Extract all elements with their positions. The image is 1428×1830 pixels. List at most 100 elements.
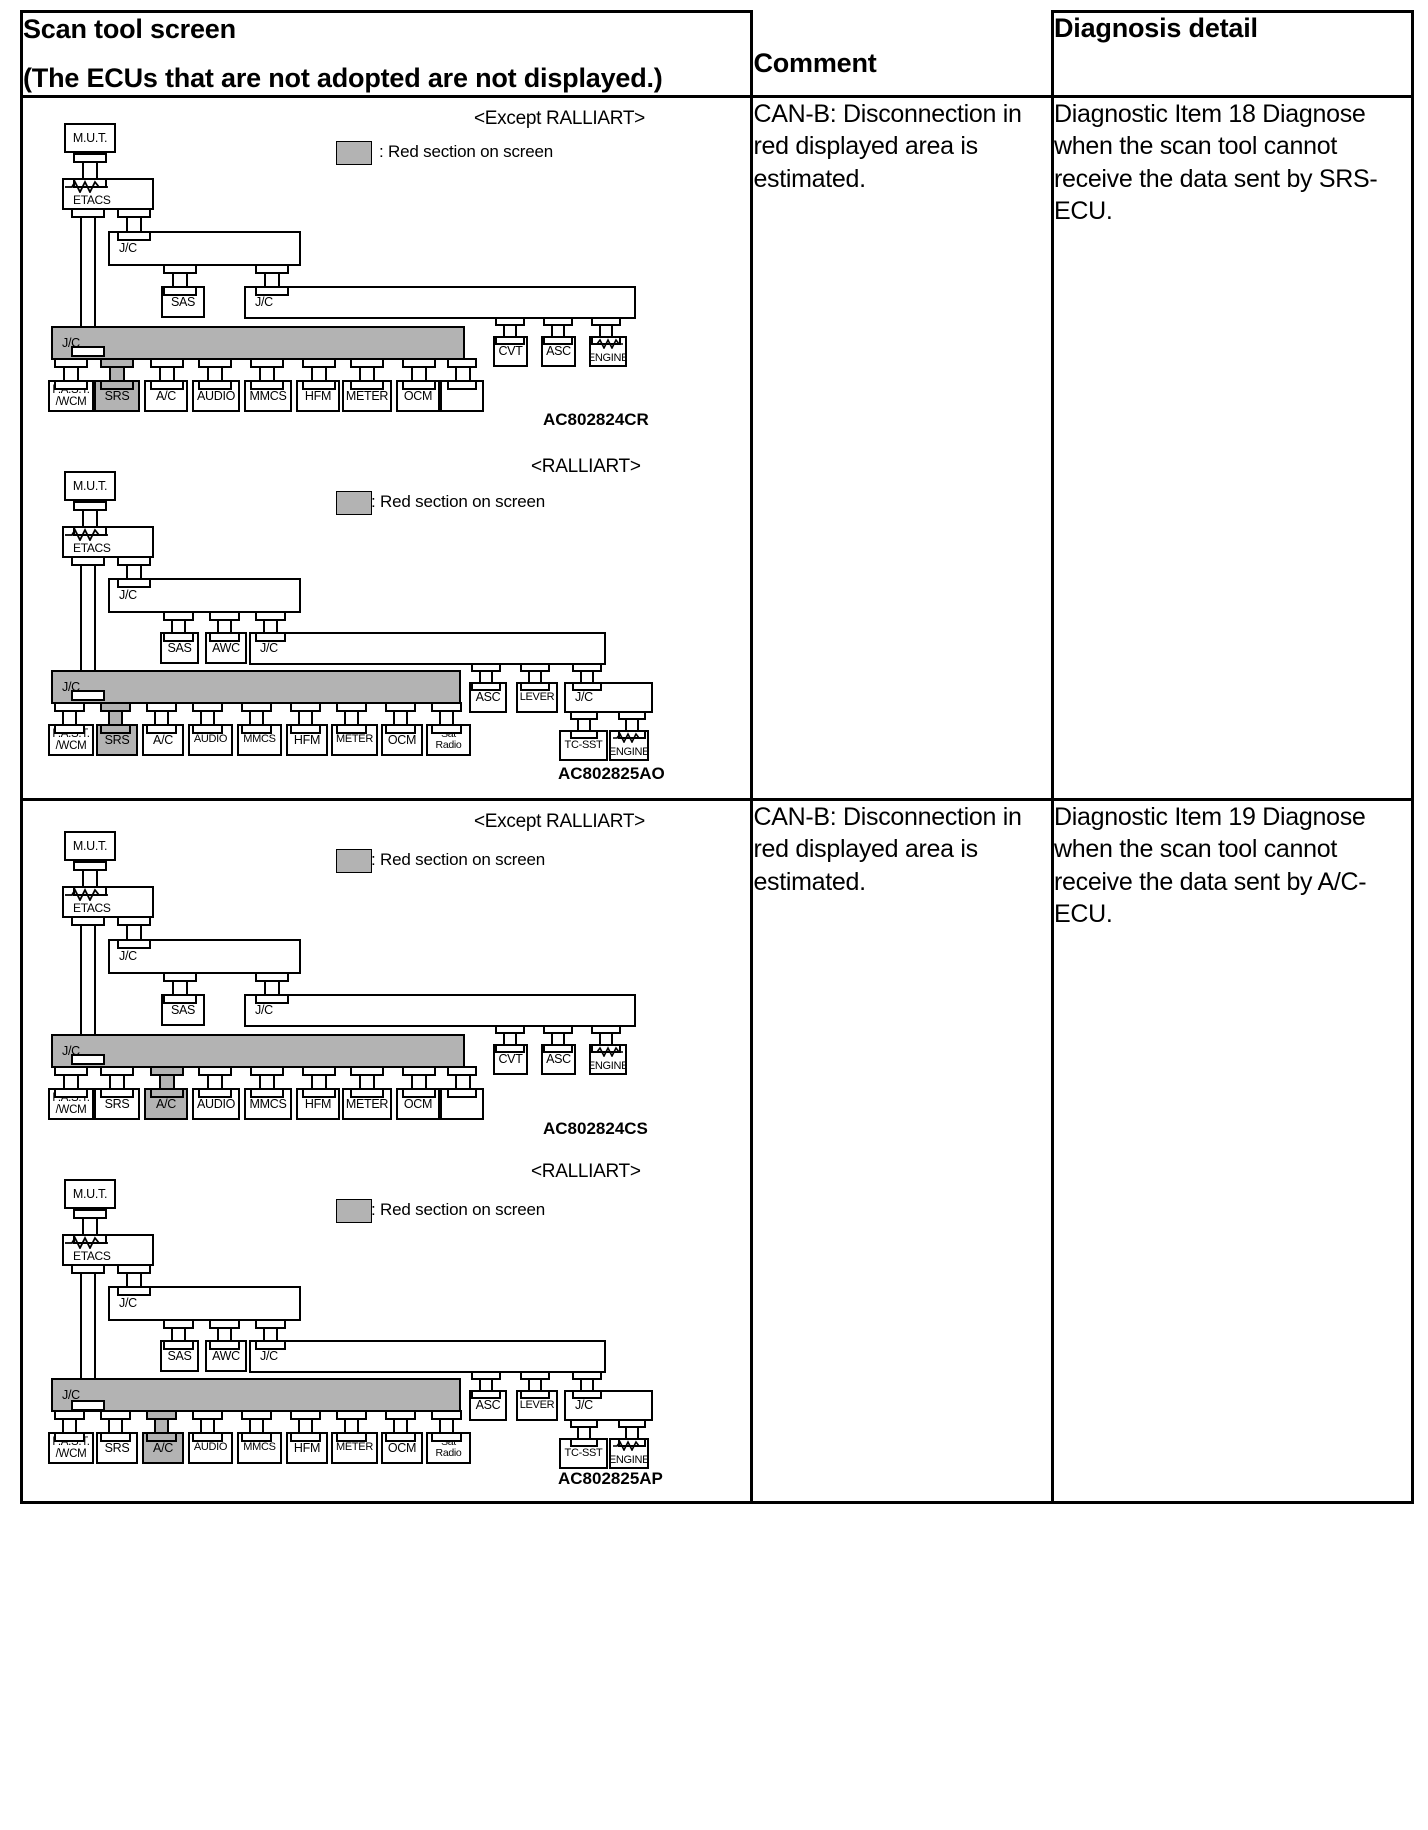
legend-text: : Red section on screen [371, 1199, 545, 1219]
connector-stub [150, 379, 184, 390]
diagram-except-ralliart-srs: <Except RALLIART> : Red section on scree… [23, 98, 650, 438]
comment-cell-row1: CAN-B: Disconnection in red displayed ar… [750, 94, 1054, 801]
connector-stub [302, 1065, 336, 1076]
diagram-cell-row2: <Except RALLIART> : Red section on scree… [19, 797, 754, 1504]
connector-stub [336, 1409, 367, 1420]
connector-stub [255, 610, 286, 621]
connector-stub [570, 1418, 598, 1428]
connector-stub [71, 689, 105, 701]
diagnosis-cell-row1: Diagnostic Item 18 Diagnose when the sca… [1051, 94, 1414, 801]
wire [200, 709, 215, 726]
connector-stub [570, 710, 598, 720]
diagram-code: AC802825AP [558, 1468, 663, 1488]
wire [479, 669, 493, 684]
legend-text: : Red section on screen [371, 849, 545, 869]
connector-stub [54, 1065, 88, 1076]
connector-stub [209, 631, 240, 642]
legend-swatch [336, 140, 372, 165]
connector-stub [447, 1087, 477, 1098]
wire [126, 923, 142, 941]
connector-stub [54, 1431, 85, 1442]
connector-stub [385, 1431, 416, 1442]
connector-stub [198, 379, 232, 390]
wire [63, 365, 79, 382]
connector-stub [350, 1087, 384, 1098]
wire [217, 618, 232, 634]
connector-stub [54, 1409, 85, 1420]
wire [249, 709, 264, 726]
wire [154, 709, 169, 726]
connector-stub [255, 1318, 286, 1329]
wire [126, 1271, 142, 1288]
connector-stub [572, 681, 602, 691]
connector-stub [255, 971, 289, 982]
connector-stub [54, 379, 88, 390]
connector-stub [447, 1065, 477, 1076]
connector-stub [591, 1024, 621, 1034]
wire [298, 1417, 313, 1434]
connector-stub [618, 710, 646, 720]
header-diagnosis-label: Diagnosis detail [1054, 13, 1258, 43]
wire [528, 1377, 542, 1392]
node-mut: M.U.T. [64, 122, 116, 153]
connector-stub [241, 723, 272, 734]
wire [171, 1326, 186, 1342]
wire [62, 1417, 77, 1434]
variant-label: <RALLIART> [531, 1160, 641, 1182]
wire [82, 509, 98, 527]
resistor-icon [613, 1440, 644, 1451]
diagram-ralliart-srs: <RALLIART> : Red section on screen M.U.T… [23, 446, 665, 786]
comment-cell-row2: CAN-B: Disconnection in red displayed ar… [750, 797, 1054, 1504]
connector-stub [150, 1087, 184, 1098]
header-comment: Comment [750, 11, 1054, 98]
wire [62, 709, 77, 726]
wire [411, 1073, 427, 1090]
connector-stub [290, 1409, 321, 1420]
connector-stub [572, 662, 602, 672]
wire [63, 1073, 79, 1090]
connector-stub [241, 1409, 272, 1420]
connector-stub [192, 701, 223, 712]
connector-stub [336, 701, 367, 712]
wire [311, 1073, 327, 1090]
connector-stub [302, 379, 336, 390]
connector-stub [302, 1087, 336, 1098]
connector-stub [471, 1389, 501, 1399]
connector-stub [146, 1409, 177, 1420]
connector-stub [618, 1418, 646, 1428]
wire [108, 1417, 123, 1434]
legend-swatch [336, 490, 372, 515]
wire [551, 1031, 565, 1046]
connector-stub [71, 1399, 105, 1411]
connector-stub [570, 1437, 598, 1447]
connector-stub [100, 357, 134, 368]
connector-stub [100, 1431, 131, 1442]
connector-stub [73, 1208, 107, 1219]
diagnosis-cell-row2: Diagnostic Item 19 Diagnose when the sca… [1051, 797, 1414, 1504]
legend-swatch [336, 1198, 372, 1223]
node-etacs: ETACS [62, 885, 154, 918]
diagram-group-row2: <Except RALLIART> : Red section on scree… [23, 801, 750, 1501]
connector-stub [209, 610, 240, 621]
connector-stub [198, 1087, 232, 1098]
wire [344, 1417, 359, 1434]
connector-stub [163, 610, 194, 621]
resistor-icon [593, 1046, 623, 1057]
connector-stub [290, 1431, 321, 1442]
connector-stub [543, 1043, 573, 1053]
header-title: Scan tool screen [23, 14, 236, 44]
connector-stub [431, 1409, 462, 1420]
connector-stub [543, 335, 573, 345]
diagram-code: AC802824CR [543, 409, 649, 429]
connector-stub [163, 971, 197, 982]
resistor-icon [65, 1235, 108, 1249]
wire [625, 717, 639, 732]
wire [80, 563, 96, 692]
connector-stub [117, 1263, 151, 1274]
wire [393, 709, 408, 726]
resistor-icon [613, 732, 644, 743]
wire [172, 979, 188, 996]
wire [207, 1073, 223, 1090]
connector-stub [163, 1318, 194, 1329]
connector-stub [255, 263, 289, 274]
